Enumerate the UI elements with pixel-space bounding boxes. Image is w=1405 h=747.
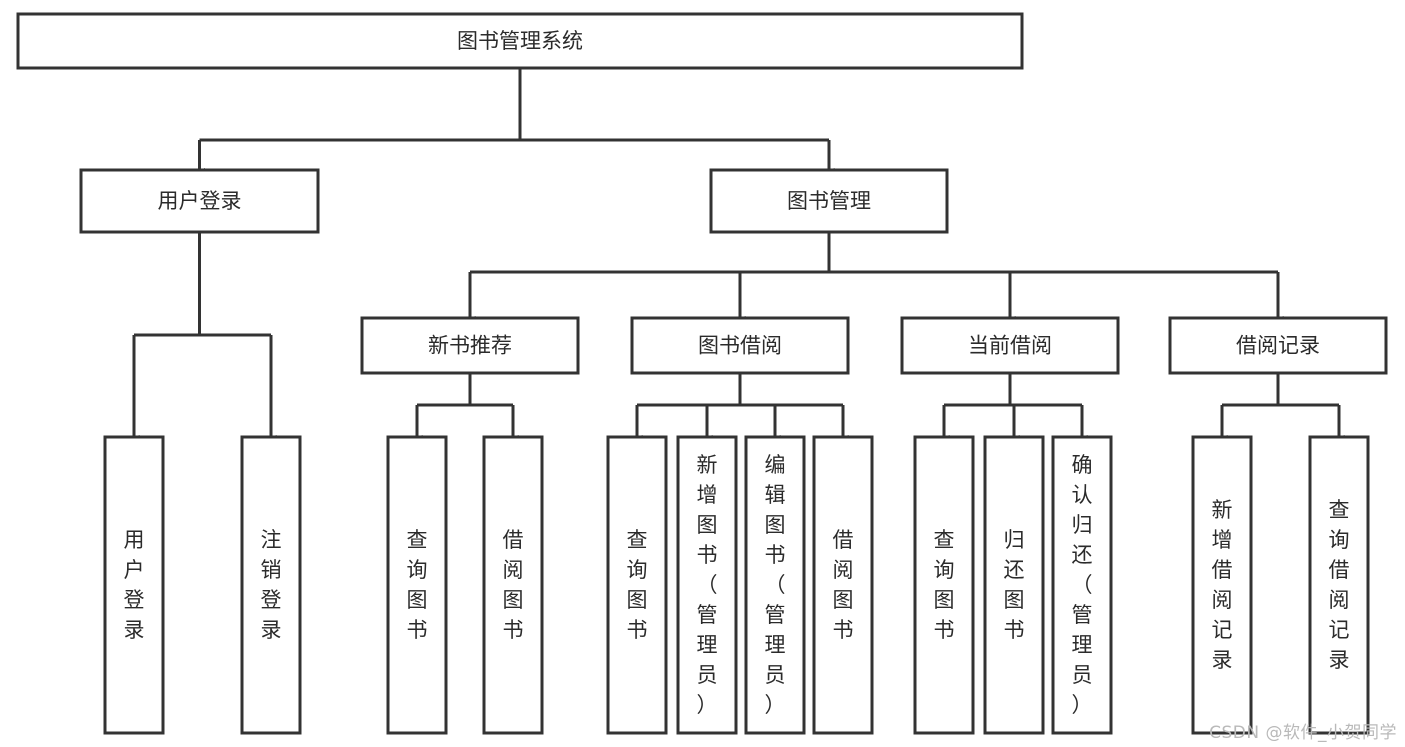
node-book-management[interactable]: 图书管理 (709, 168, 949, 234)
node-label: 注销登录 (261, 528, 282, 642)
node-box[interactable] (900, 316, 1120, 375)
node-label: 归还图书 (1004, 528, 1025, 642)
nodes-layer: 图书管理系统用户登录用户登录注销登录图书管理新书推荐查询图书借阅图书图书借阅查询… (16, 12, 1388, 735)
node-label: 查询图书 (407, 528, 428, 642)
node-borrow-records[interactable]: 借阅记录 (1168, 316, 1388, 375)
node-box[interactable] (79, 168, 320, 234)
edges-layer (126, 68, 1345, 446)
node-label: 新增图书（管理员） (697, 453, 718, 717)
node-label: 借阅图书 (833, 528, 854, 642)
node-user-login[interactable]: 用户登录 (79, 168, 320, 234)
node-user-logout-leaf[interactable]: 注销登录 (240, 435, 302, 735)
node-box[interactable] (103, 435, 165, 735)
node-label: 用户登录 (124, 528, 145, 642)
node-box[interactable] (1168, 316, 1388, 375)
node-box[interactable] (482, 435, 544, 735)
node-label: 编辑图书（管理员） (765, 453, 786, 717)
node-current-return-book[interactable]: 归还图书 (983, 435, 1045, 735)
node-label: 借阅图书 (503, 528, 524, 642)
node-current-borrow[interactable]: 当前借阅 (900, 316, 1120, 375)
node-label: 当前借阅 (968, 334, 1052, 358)
node-box[interactable] (1308, 435, 1370, 735)
node-box[interactable] (606, 435, 668, 735)
node-box[interactable] (709, 168, 949, 234)
node-box[interactable] (913, 435, 975, 735)
node-borrow-borrow-book[interactable]: 借阅图书 (812, 435, 874, 735)
node-current-confirm-return[interactable]: 确认归还（管理员） (1051, 435, 1113, 735)
node-new-book-recommend[interactable]: 新书推荐 (360, 316, 580, 375)
node-records-query-record[interactable]: 查询借阅记录 (1308, 435, 1370, 735)
node-borrow-edit-book[interactable]: 编辑图书（管理员） (744, 435, 806, 735)
node-user-login-leaf[interactable]: 用户登录 (103, 435, 165, 735)
node-label: 图书借阅 (698, 334, 782, 358)
node-label: 新增借阅记录 (1212, 498, 1233, 672)
node-box[interactable] (1191, 435, 1253, 735)
node-records-add-record[interactable]: 新增借阅记录 (1191, 435, 1253, 735)
node-box[interactable] (360, 316, 580, 375)
node-box[interactable] (240, 435, 302, 735)
node-box[interactable] (630, 316, 850, 375)
node-label: 确认归还（管理员） (1072, 453, 1093, 717)
node-label: 查询借阅记录 (1329, 498, 1350, 672)
node-current-query-book[interactable]: 查询图书 (913, 435, 975, 735)
node-label: 图书管理 (787, 189, 871, 213)
node-label: 查询图书 (934, 528, 955, 642)
watermark-text: CSDN @软件_小贺同学 (1209, 723, 1397, 743)
node-box[interactable] (16, 12, 1024, 70)
node-box[interactable] (744, 435, 806, 735)
node-label: 新书推荐 (428, 334, 512, 358)
node-box[interactable] (812, 435, 874, 735)
node-label: 图书管理系统 (457, 29, 583, 53)
node-box[interactable] (1051, 435, 1113, 735)
node-recommend-query-book[interactable]: 查询图书 (386, 435, 448, 735)
node-label: 查询图书 (627, 528, 648, 642)
node-box[interactable] (983, 435, 1045, 735)
node-label: 借阅记录 (1236, 334, 1320, 358)
node-book-borrow[interactable]: 图书借阅 (630, 316, 850, 375)
node-box[interactable] (676, 435, 738, 735)
node-root[interactable]: 图书管理系统 (16, 12, 1024, 70)
node-borrow-query-book[interactable]: 查询图书 (606, 435, 668, 735)
node-borrow-add-book[interactable]: 新增图书（管理员） (676, 435, 738, 735)
node-recommend-borrow-book[interactable]: 借阅图书 (482, 435, 544, 735)
node-label: 用户登录 (158, 189, 242, 213)
node-box[interactable] (386, 435, 448, 735)
